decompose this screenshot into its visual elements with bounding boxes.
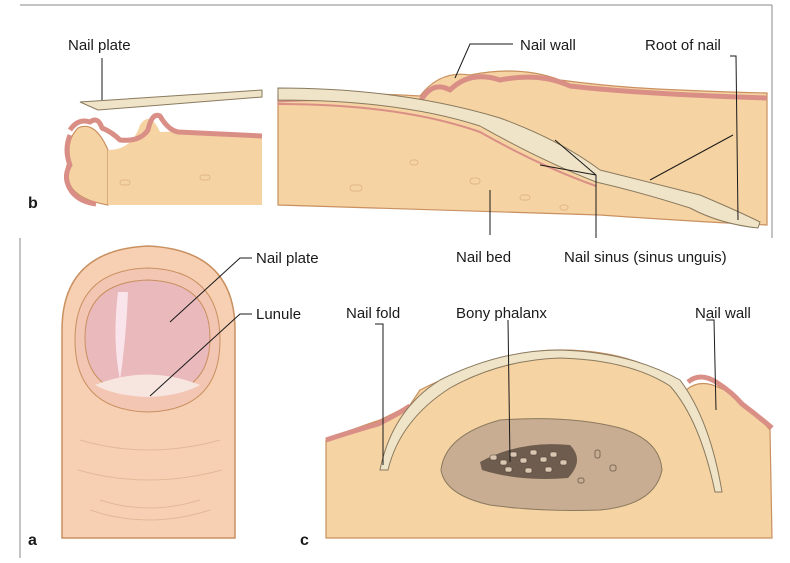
b-nail-plate-label: Nail plate [68,37,131,54]
b-nail-sinus-label: Nail sinus (sinus unguis) [564,249,727,266]
c-bony-phalanx-label: Bony phalanx [456,305,547,322]
c-nail-fold-label: Nail fold [346,305,400,322]
a-nail-plate-label: Nail plate [256,250,319,267]
panel-a-finger [62,246,235,538]
panel-label-c: c [300,532,309,549]
a-lunule-label: Lunule [256,306,301,323]
b-root-of-nail-label: Root of nail [645,37,721,54]
panel-label-a: a [28,532,37,549]
panel-c-cross-section [326,350,772,538]
panel-b-fingertip-section [66,90,262,205]
c-nail-wall-label: Nail wall [695,305,751,322]
b-nail-wall-label: Nail wall [520,37,576,54]
panel-label-b: b [28,195,38,212]
b-nail-bed-label: Nail bed [456,249,511,266]
